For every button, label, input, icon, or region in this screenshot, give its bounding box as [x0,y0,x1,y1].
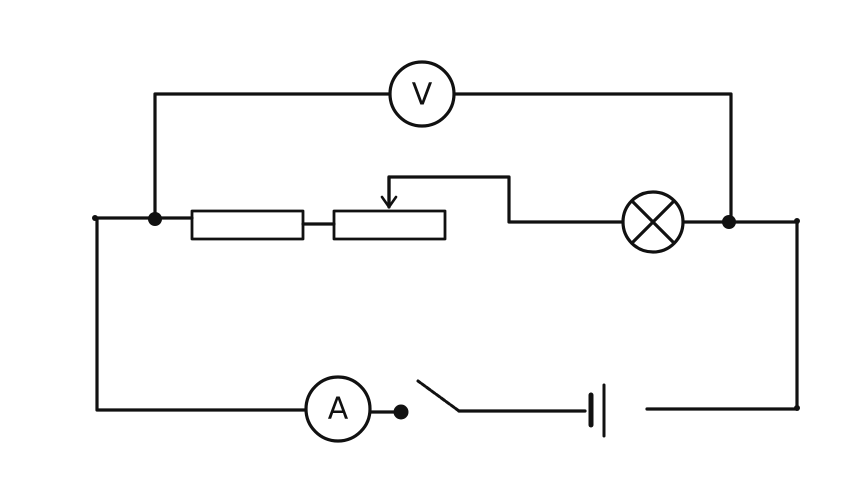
lamp-cross-b [630,199,676,245]
rheostat-icon [332,175,447,241]
battery-cell-icon [588,383,606,438]
wire-slider-to-lamp [387,175,624,224]
corner-dot-bottom-right [794,405,800,411]
junction-right [722,215,736,229]
rheostat-body [332,209,447,241]
main-bottom-wires [95,216,799,414]
wire-left-to-ammeter [95,216,307,412]
corner-dot-top-right [794,218,800,224]
rheostat-slider-arrow [380,195,398,209]
voltmeter-branch-wires [153,92,733,224]
lamp-circle [621,190,685,254]
lamp-icon [621,190,685,254]
voltmeter-icon [388,60,456,128]
wire-lamp-to-right [682,220,799,410]
switch-terminal [393,404,409,420]
ammeter-icon [304,375,372,443]
switch-icon [416,379,461,413]
ammeter-label: A [328,392,349,427]
junction-left [148,212,162,226]
wire-voltmeter-left [153,92,391,220]
switch-lever [416,379,461,413]
voltmeter-label: V [412,78,433,113]
wire-voltmeter-right [453,92,733,224]
resistor-icon [190,209,305,241]
corner-dot-top-left [92,215,98,221]
junction-dots [92,212,800,420]
